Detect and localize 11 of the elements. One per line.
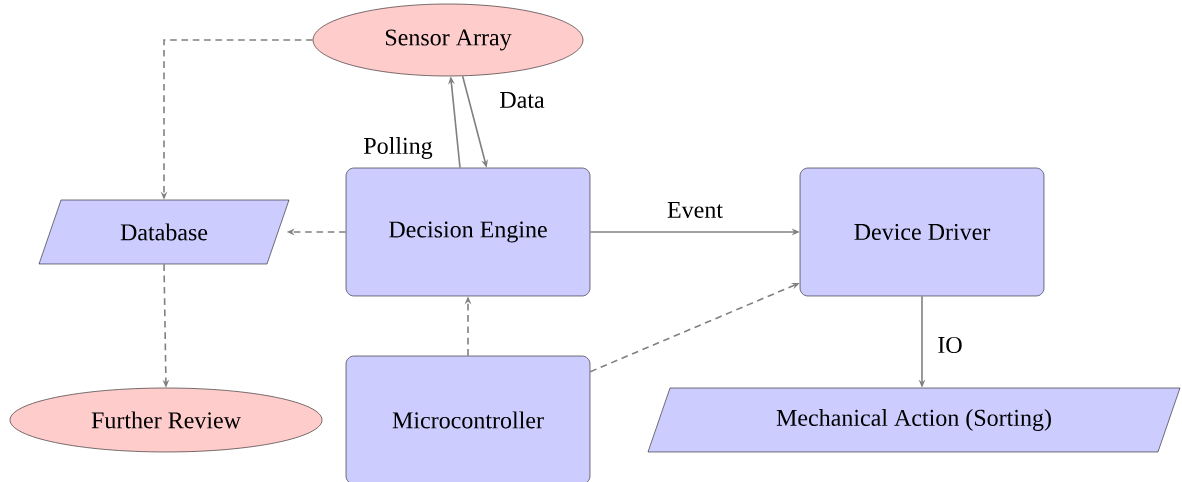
- data-parallelogram: Mechanical Action (Sorting): [647, 387, 1181, 453]
- edge-label: Event: [665, 200, 725, 220]
- edge-label: IO: [936, 335, 964, 355]
- edge-label: Data: [498, 90, 546, 110]
- process-box: Device Driver: [799, 167, 1045, 297]
- process-box: Decision Engine: [345, 167, 591, 297]
- ellipse-node: Sensor Array: [312, 3, 584, 77]
- edge-label: Polling: [362, 135, 434, 161]
- data-parallelogram: Database: [38, 199, 290, 265]
- process-box: Microcontroller: [345, 355, 591, 482]
- ellipse-node: Further Review: [9, 387, 323, 453]
